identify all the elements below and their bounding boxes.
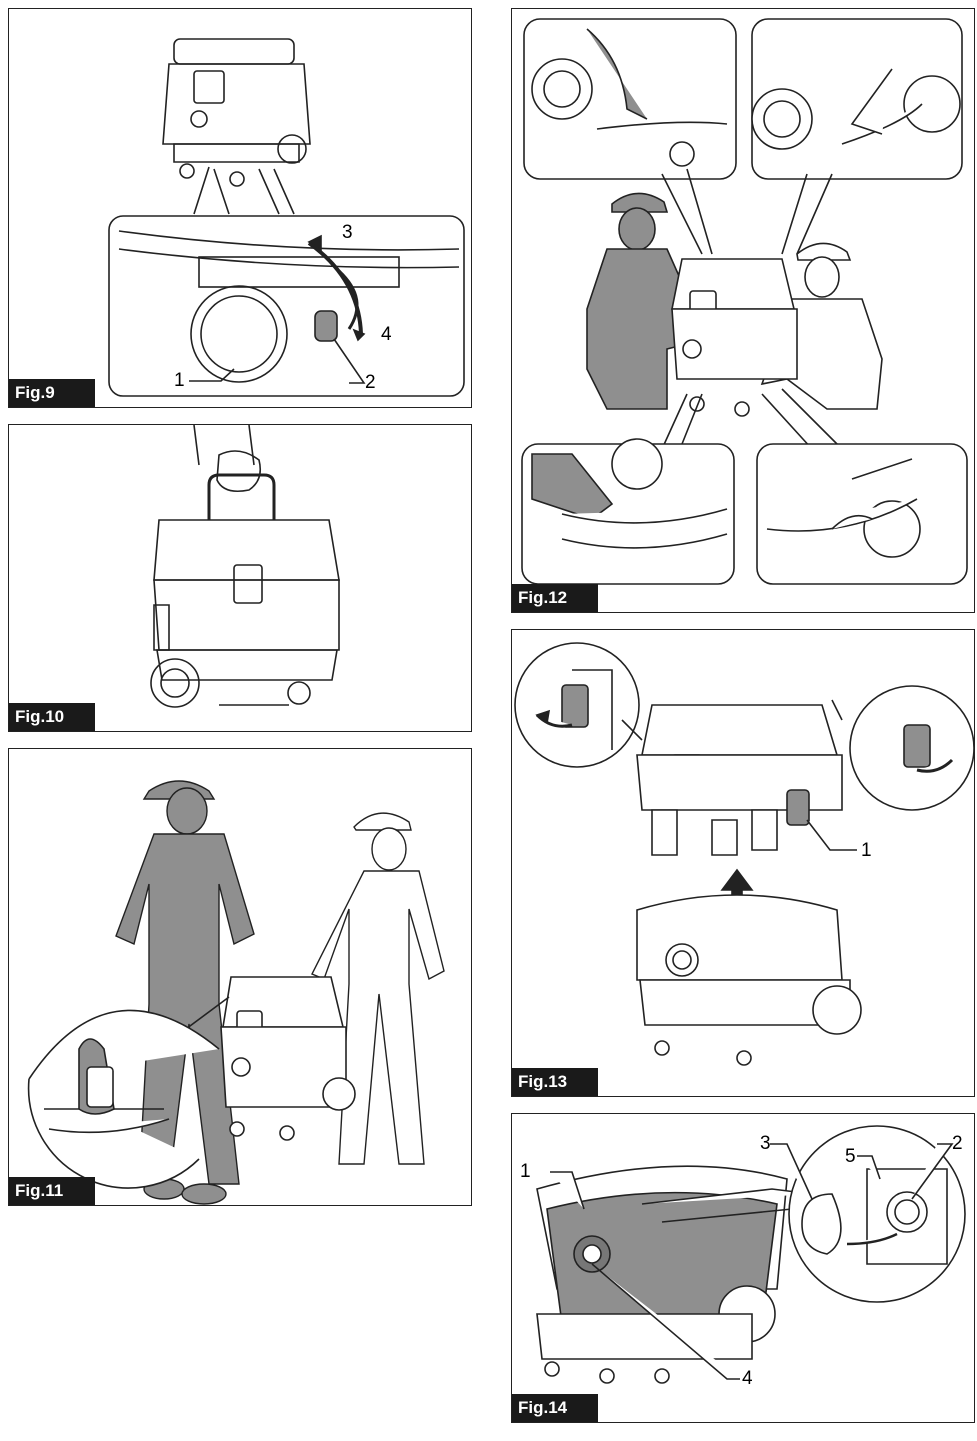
fig14-callout-1: 1: [520, 1161, 531, 1182]
fig14-label: Fig.14: [512, 1394, 598, 1422]
fig11-illustration: [27, 780, 445, 1205]
figure-14: 1 3 2 5 4 Fig.14: [511, 1113, 975, 1423]
fig9-callout-3: 3: [342, 222, 353, 243]
fig11-label: Fig.11: [9, 1177, 95, 1205]
fig14-callout-2: 2: [952, 1133, 963, 1154]
fig9-illustration: [108, 38, 465, 397]
fig12-label: Fig.12: [512, 584, 598, 612]
fig13-label: Fig.13: [512, 1068, 598, 1096]
figure-9: 3 4 1 2 Fig.9: [8, 8, 472, 408]
fig12-illustration: [521, 18, 968, 585]
figure-13: 1 Fig.13: [511, 629, 975, 1097]
figure-11: Fig.11: [8, 748, 472, 1206]
figure-10: Fig.10: [8, 424, 472, 732]
fig14-callout-4: 4: [742, 1368, 753, 1389]
fig9-callout-2: 2: [365, 372, 376, 393]
fig9-callout-4: 4: [381, 324, 392, 345]
fig13-illustration: [514, 642, 974, 1066]
fig14-callout-5: 5: [845, 1146, 856, 1167]
fig9-callout-1: 1: [174, 370, 185, 391]
fig13-callout-1: 1: [861, 840, 872, 861]
fig14-illustration: [536, 1125, 966, 1384]
figure-12: Fig.12: [511, 8, 975, 613]
fig14-callout-3: 3: [760, 1133, 771, 1154]
fig9-label: Fig.9: [9, 379, 95, 407]
fig10-label: Fig.10: [9, 703, 95, 731]
fig10-illustration: [150, 425, 340, 708]
